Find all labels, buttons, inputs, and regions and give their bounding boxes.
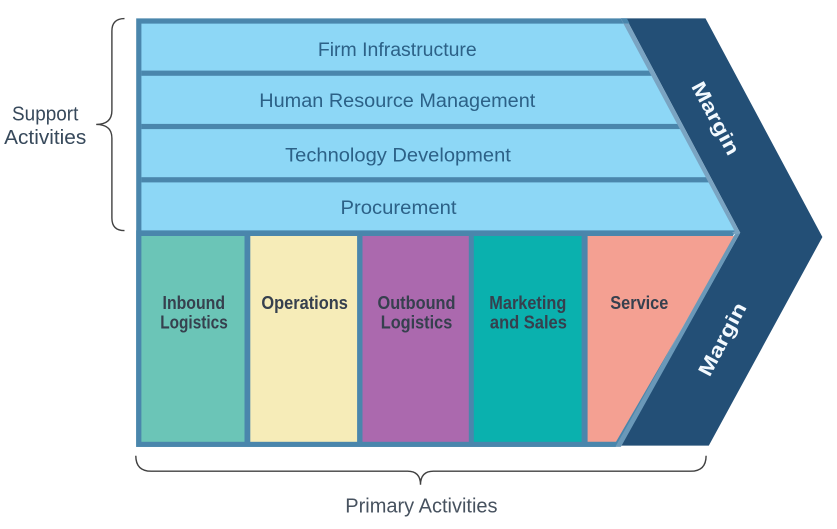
svg-text:Human Resource Management: Human Resource Management: [259, 91, 536, 112]
svg-text:Procurement: Procurement: [341, 198, 458, 219]
svg-text:Firm Infrastructure: Firm Infrastructure: [318, 40, 477, 61]
svg-text:Outbound: Outbound: [378, 293, 456, 313]
svg-text:Service: Service: [610, 293, 668, 313]
svg-text:Technology Development: Technology Development: [285, 145, 512, 166]
svg-text:Inbound: Inbound: [163, 293, 226, 313]
svg-text:Marketing: Marketing: [489, 293, 566, 313]
svg-text:Activities: Activities: [4, 127, 86, 149]
svg-text:Primary Activities: Primary Activities: [345, 496, 497, 518]
svg-text:and Sales: and Sales: [490, 312, 567, 332]
svg-text:Logistics: Logistics: [160, 312, 228, 332]
svg-text:Operations: Operations: [261, 293, 348, 313]
svg-text:Support: Support: [12, 103, 79, 125]
svg-text:Logistics: Logistics: [381, 312, 453, 332]
